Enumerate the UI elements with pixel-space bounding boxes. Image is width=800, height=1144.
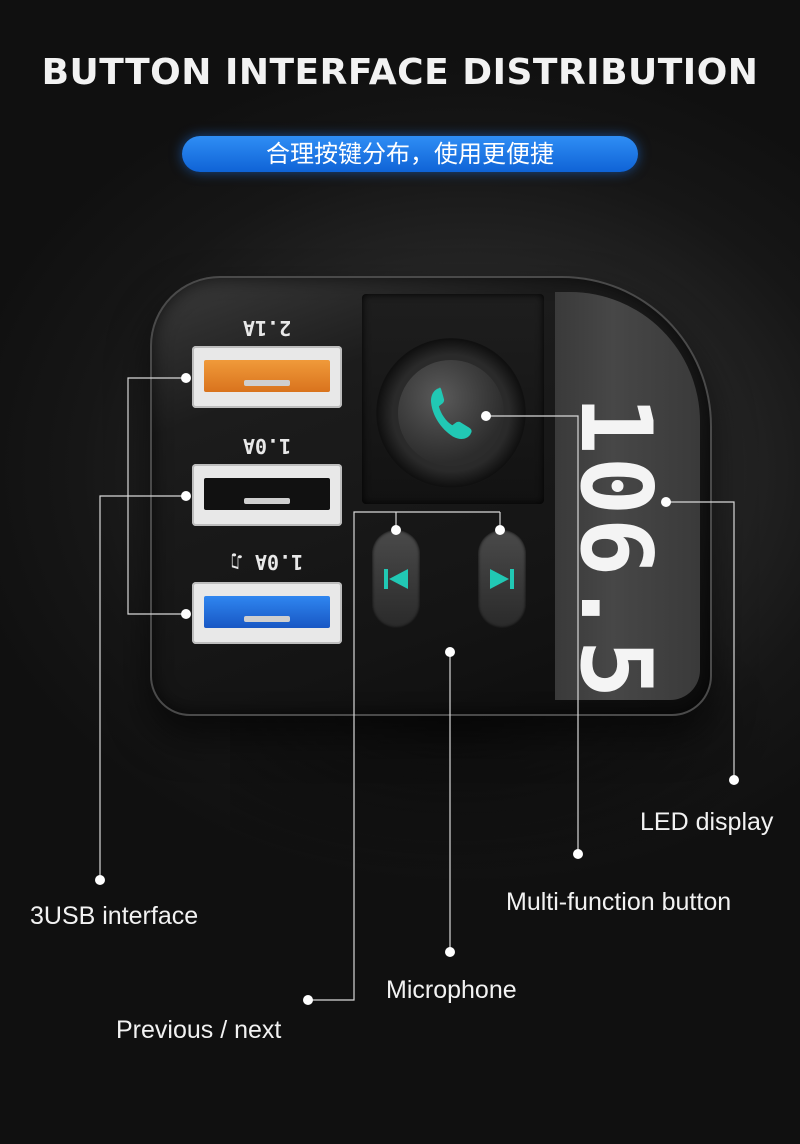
led-display-label: LED display	[640, 808, 774, 836]
usb-2-pointer-dot	[181, 491, 191, 501]
next-pointer-dot	[495, 525, 505, 535]
led-pointer-dot	[661, 497, 671, 507]
usb-1-pointer-dot	[181, 373, 191, 383]
mfb-callout-dot	[573, 849, 583, 859]
usb-port-1[interactable]	[192, 346, 342, 408]
usb-port-2[interactable]	[192, 464, 342, 526]
subtitle-banner: 合理按键分布，使用更便捷	[182, 136, 638, 172]
microphone-callout-dot	[445, 947, 455, 957]
usb-interface-label: 3USB interface	[30, 902, 199, 930]
previous-button[interactable]	[372, 530, 420, 628]
usb-3-pointer-dot	[181, 609, 191, 619]
phone-icon	[431, 387, 472, 439]
microphone-label: Microphone	[386, 976, 517, 1004]
usb-callout-dot	[95, 875, 105, 885]
led-display-panel	[555, 292, 700, 700]
multi-function-button-label: Multi-function button	[506, 888, 732, 916]
next-button[interactable]	[478, 530, 526, 628]
mfb-pointer-dot	[481, 411, 491, 421]
page-title: BUTTON INTERFACE DISTRIBUTION	[41, 52, 759, 93]
previous-next-label: Previous / next	[116, 1016, 282, 1044]
microphone-pointer-dot	[445, 647, 455, 657]
next-icon	[490, 569, 514, 589]
prev-next-callout-dot	[303, 995, 313, 1005]
usb-port-3[interactable]	[192, 582, 342, 644]
prev-pointer-dot	[391, 525, 401, 535]
previous-icon	[384, 569, 408, 589]
led-callout-dot	[729, 775, 739, 785]
